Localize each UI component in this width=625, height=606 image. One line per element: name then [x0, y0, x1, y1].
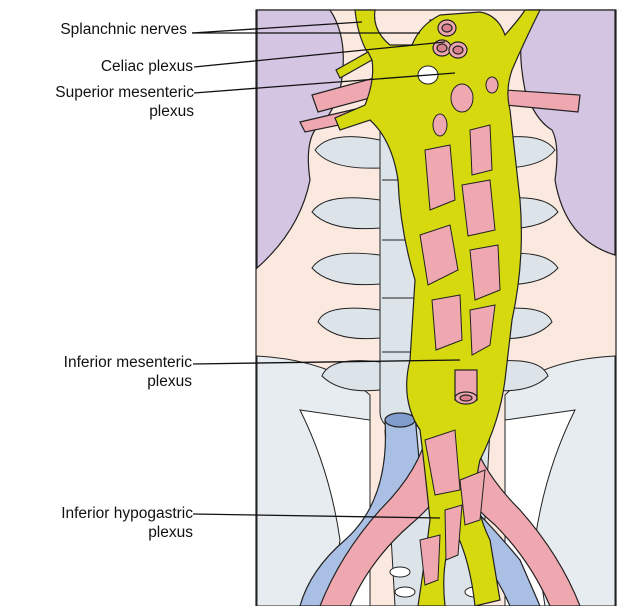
label-inferior-mesenteric-plexus: Inferior mesenteric plexus — [64, 353, 192, 391]
label-inferior-hypogastric-plexus: Inferior hypogastric plexus — [61, 504, 193, 542]
label-celiac-plexus: Celiac plexus — [101, 57, 193, 76]
label-superior-mesenteric-plexus: Superior mesenteric plexus — [55, 83, 194, 121]
label-splanchnic-nerves: Splanchnic nerves — [60, 20, 187, 39]
